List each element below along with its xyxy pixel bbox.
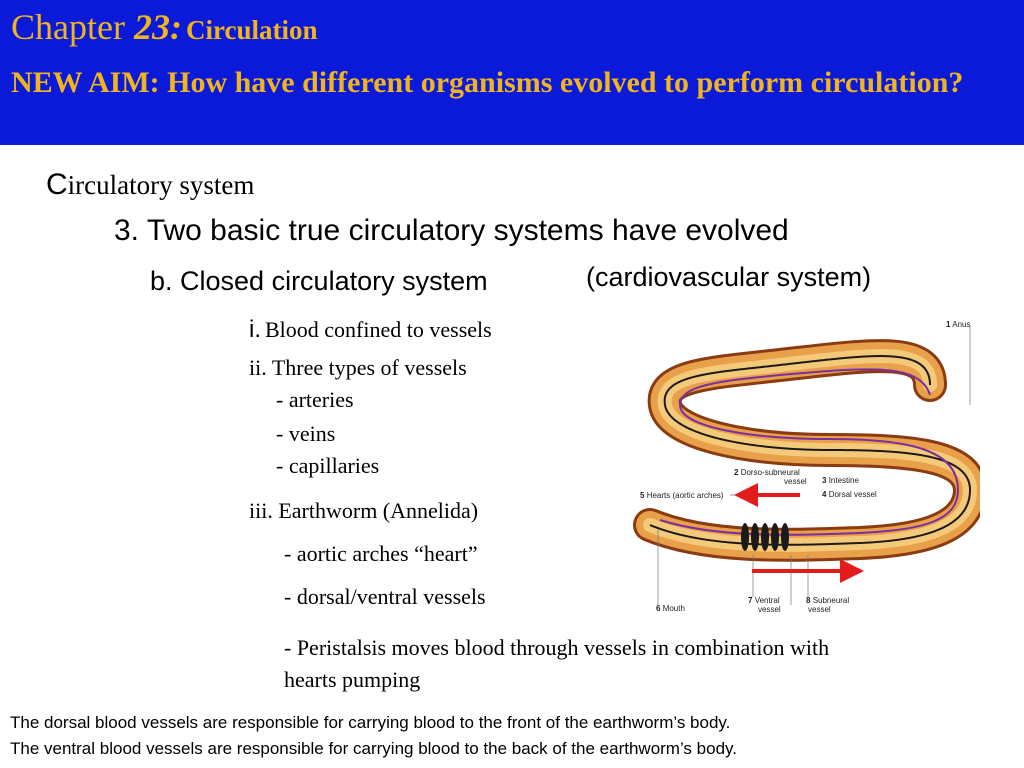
slide-title: Chapter 23: Circulation	[11, 6, 317, 48]
dorsal-ventral-note: - dorsal/ventral vessels	[284, 584, 486, 609]
label-subneural-vessel: 8 Subneural	[806, 596, 849, 605]
earthworm-diagram: 1 Anus 2 Dorso-subneural vessel 3 Intest…	[633, 320, 980, 614]
caption-line-2: The ventral blood vessels are responsibl…	[10, 739, 737, 758]
item-ii: ii. Three types of vessels	[249, 355, 467, 380]
peristalsis-note: - Peristalsis moves blood through vessel…	[284, 632, 829, 696]
label-ventral-vessel: 7 Ventral	[748, 596, 780, 605]
label-dorsal-vessel: 4 Dorsal vessel	[822, 490, 877, 499]
item-i-marker: i.	[249, 316, 261, 343]
worm-body	[633, 339, 980, 562]
label-mouth: 6 Mouth	[656, 604, 685, 613]
section-heading: Circulatory system	[46, 168, 254, 202]
peristalsis-line-2: hearts pumping	[284, 667, 421, 692]
peristalsis-line-1: - Peristalsis moves blood through vessel…	[284, 635, 830, 660]
item-i-text: Blood confined to vessels	[265, 317, 492, 342]
label-subneural-vessel-2: vessel	[808, 605, 831, 614]
vessel-capillaries: - capillaries	[276, 453, 380, 478]
label-dorso-subneural: 2 Dorso-subneural	[734, 468, 800, 477]
chapter-word: Chapter	[11, 7, 134, 47]
point-3: 3. Two basic true circulatory systems ha…	[114, 214, 789, 247]
heading-rest: irculatory system	[67, 170, 255, 200]
chapter-number: 23:	[133, 7, 182, 47]
aim-text: NEW AIM: How have different organisms ev…	[11, 66, 964, 99]
aortic-arches-note: - aortic arches “heart”	[284, 541, 478, 566]
title-banner: Chapter 23: Circulation NEW AIM: How hav…	[0, 0, 1024, 145]
chapter-topic: Circulation	[185, 15, 318, 45]
vessel-veins: - veins	[276, 421, 336, 446]
aortic-hearts	[741, 523, 789, 551]
point-b-extra: (cardiovascular system)	[586, 262, 872, 292]
label-hearts: 5 Hearts (aortic arches)	[640, 491, 724, 500]
item-iii: iii. Earthworm (Annelida)	[249, 498, 479, 523]
label-dorso-subneural-2: vessel	[784, 477, 807, 486]
heading-initial: C	[46, 168, 68, 201]
item-i: i. Blood confined to vessels	[249, 316, 492, 344]
point-b: b. Closed circulatory system	[150, 266, 488, 296]
vessel-arteries: - arteries	[276, 387, 354, 412]
label-anus: 1 Anus	[946, 320, 970, 329]
caption-line-1: The dorsal blood vessels are responsible…	[10, 713, 731, 732]
caption: The dorsal blood vessels are responsible…	[10, 710, 737, 762]
label-intestine: 3 Intestine	[822, 476, 859, 485]
label-ventral-vessel-2: vessel	[758, 605, 781, 614]
